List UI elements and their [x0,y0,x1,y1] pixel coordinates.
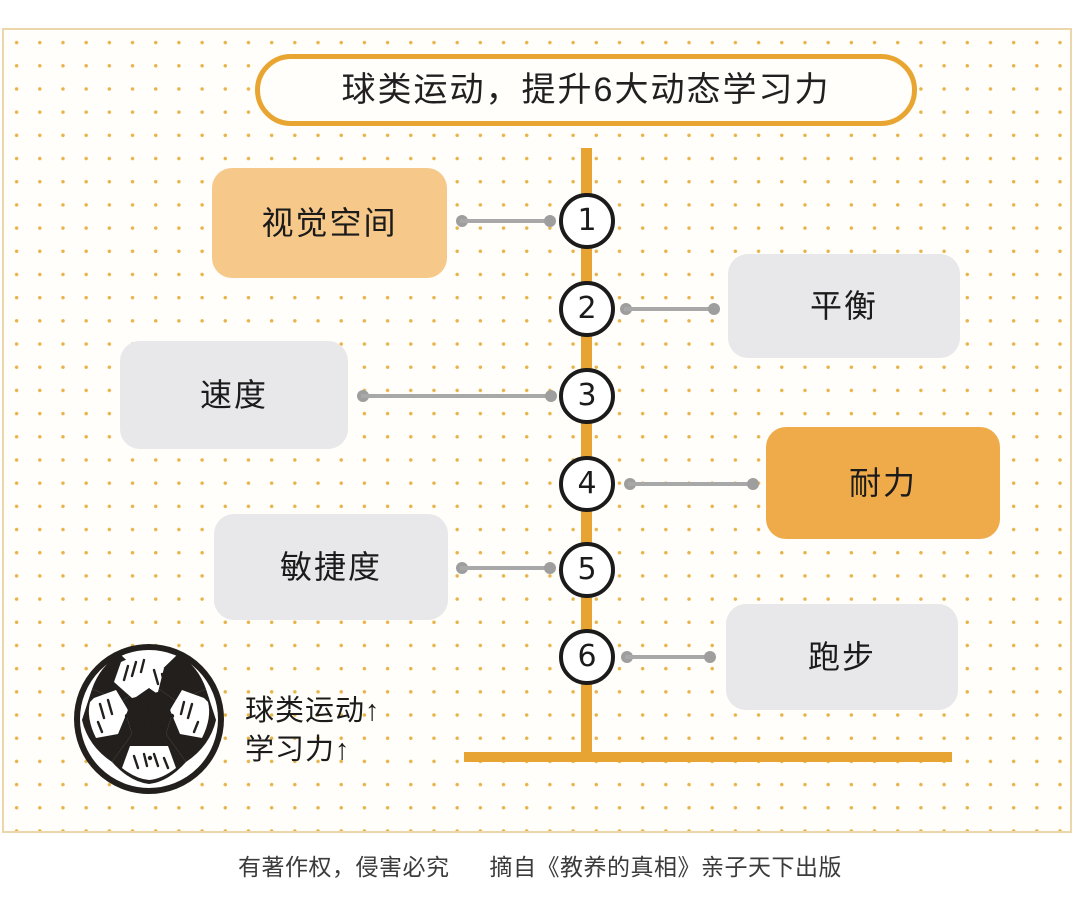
connector-dot-right-2 [708,303,720,315]
item-label-text-1: 视觉空间 [261,205,398,241]
item-label-box-4[interactable]: 耐力 [766,427,1000,539]
footer-source: 摘自《教养的真相》亲子天下出版 [489,854,842,880]
title-banner: 球类运动，提升6大动态学习力 [255,54,917,126]
item-connector-6 [621,651,716,663]
page-title: 球类运动，提升6大动态学习力 [341,71,831,109]
footer-copyright: 有著作权，侵害必究 [238,854,450,880]
item-connector-1 [456,215,556,227]
timeline-node-4[interactable]: 4 [559,456,615,512]
timeline-node-number-5: 5 [577,552,597,587]
connector-line-5 [460,566,552,570]
connector-line-1 [460,219,552,223]
connector-dot-right-5 [544,562,556,574]
connector-line-4 [628,482,755,486]
item-label-text-3: 速度 [199,377,268,413]
item-label-box-5[interactable]: 敏捷度 [214,514,448,620]
item-connector-4 [624,478,759,490]
timeline-node-2[interactable]: 2 [559,281,615,337]
item-connector-3 [357,390,557,402]
item-label-text-4: 耐力 [848,465,917,501]
timeline-node-3[interactable]: 3 [559,368,615,424]
item-label-text-2: 平衡 [809,288,878,324]
timeline-spine-base [464,752,952,762]
timeline-node-number-3: 3 [577,378,597,413]
connector-line-2 [624,307,716,311]
timeline-node-number-6: 6 [577,639,597,674]
connector-dot-right-4 [747,478,759,490]
timeline-node-6[interactable]: 6 [559,629,615,685]
connector-line-6 [625,655,712,659]
ball-caption-line-2: 学习力↑ [245,734,351,767]
connector-dot-right-1 [544,215,556,227]
footer: 有著作权，侵害必究 摘自《教养的真相》亲子天下出版 [0,848,1080,882]
timeline-node-5[interactable]: 5 [559,542,615,598]
item-label-box-6[interactable]: 跑步 [726,604,958,710]
item-label-box-2[interactable]: 平衡 [728,254,960,358]
item-label-box-3[interactable]: 速度 [120,341,348,449]
timeline-node-number-4: 4 [577,466,597,501]
item-label-text-5: 敏捷度 [279,549,382,585]
timeline-node-number-2: 2 [577,291,597,326]
timeline-node-number-1: 1 [577,203,597,238]
timeline-spine-vertical [581,148,592,762]
connector-line-3 [361,394,553,398]
connector-dot-right-3 [545,390,557,402]
ball-caption: 球类运动↑ 学习力↑ [245,692,445,770]
item-label-text-6: 跑步 [807,639,876,675]
item-connector-5 [456,562,556,574]
ball-caption-line-1: 球类运动↑ [245,695,381,727]
soccer-ball-icon [74,644,224,794]
item-connector-2 [620,303,720,315]
item-label-box-1[interactable]: 视觉空间 [212,168,447,278]
connector-dot-right-6 [704,651,716,663]
timeline-node-1[interactable]: 1 [559,193,615,249]
